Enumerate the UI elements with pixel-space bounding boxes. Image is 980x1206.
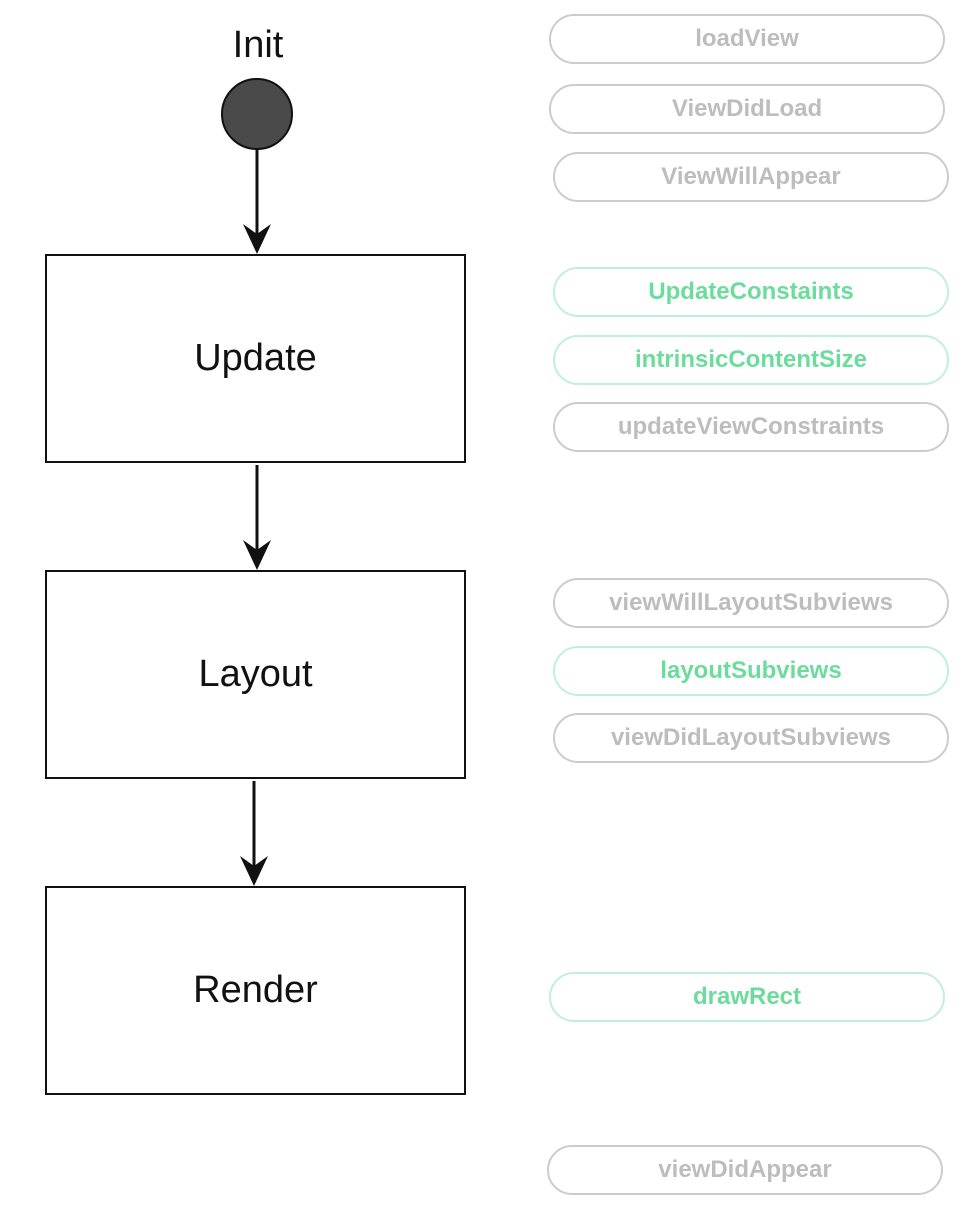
method-intrinsic-content-size: intrinsicContentSize	[553, 335, 949, 385]
stage-layout-label: Layout	[198, 653, 313, 695]
method-load-view: loadView	[549, 14, 945, 64]
arrowhead-update	[243, 224, 271, 254]
stage-update-label: Update	[194, 337, 317, 379]
method-update-view-constraints: updateViewConstraints	[553, 402, 949, 452]
method-draw-rect: drawRect	[549, 972, 945, 1022]
method-view-did-layout-subviews: viewDidLayoutSubviews	[553, 713, 949, 763]
stage-update: Update	[45, 254, 466, 463]
method-view-did-load: ViewDidLoad	[549, 84, 945, 134]
method-layout-subviews: layoutSubviews	[553, 646, 949, 696]
stage-render: Render	[45, 886, 466, 1095]
method-update-constraints: UpdateConstaints	[553, 267, 949, 317]
init-label: Init	[232, 24, 284, 66]
arrowhead-layout	[243, 540, 271, 570]
method-view-will-appear: ViewWillAppear	[553, 152, 949, 202]
stage-layout: Layout	[45, 570, 466, 779]
method-view-will-layout-subviews: viewWillLayoutSubviews	[553, 578, 949, 628]
init-node	[221, 78, 293, 150]
arrowhead-render	[240, 856, 268, 886]
method-view-did-appear: viewDidAppear	[547, 1145, 943, 1195]
stage-render-label: Render	[193, 969, 318, 1011]
